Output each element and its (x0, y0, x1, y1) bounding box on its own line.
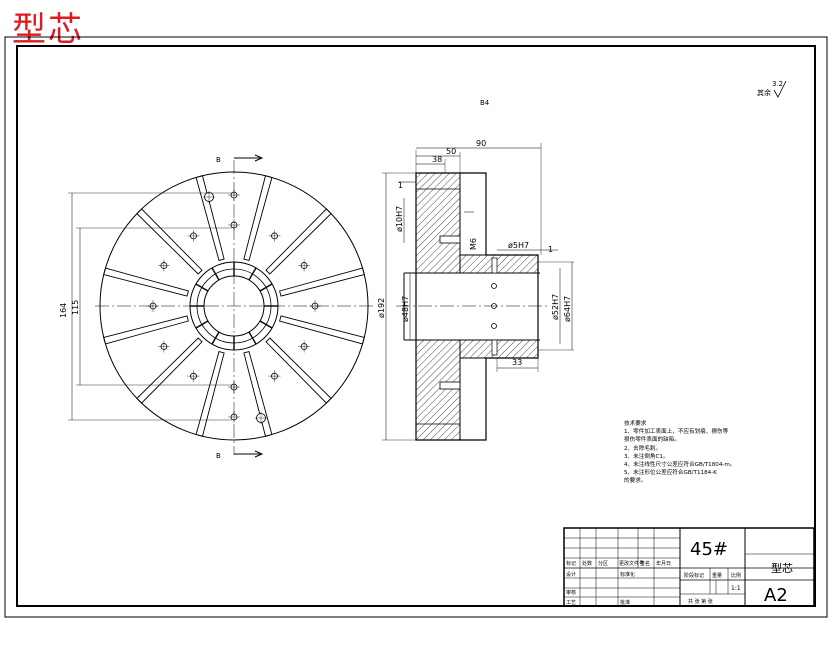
notes-item: 5、未注形位公差应符合GB/T1184-K (624, 470, 717, 477)
tb-weight-label: 重量 (712, 572, 722, 579)
title-block: 标记 处数 分区 更改文件号 签名 年月日 设计 标准化 审核 工艺 批准 45… (563, 527, 815, 607)
bore-tooth (195, 320, 209, 329)
dim-50: 50 (446, 147, 456, 156)
dim-164: 164 (59, 303, 68, 318)
page-title: 型芯 (12, 10, 84, 50)
radial-slot (195, 351, 225, 437)
notes-item: 1、零件加工表面上，不应有划痕、擦伤等 (624, 429, 729, 436)
notes-heading: 技术要求 (624, 421, 647, 427)
tb-part-name: 型芯 (771, 561, 793, 575)
tb-stage-label: 阶段标记 (684, 572, 704, 579)
tb-role-process: 工艺 (566, 600, 576, 606)
outer-border (4, 36, 828, 618)
tb-scale-label: 比例 (731, 572, 741, 579)
bore-tooth (248, 331, 257, 345)
tb-header-date: 年月日 (656, 560, 671, 567)
bore-tooth (259, 283, 273, 292)
radial-slot (136, 208, 203, 275)
tb-sheet-label: 共 张 第 张 (688, 598, 713, 605)
notes-item: 的要求。 (624, 478, 647, 485)
dim-38: 38 (432, 155, 442, 164)
dim-phi52h7: ø52H7 (551, 294, 560, 320)
notes-item: 2、去除毛刺。 (624, 445, 662, 452)
bore-tooth (211, 267, 220, 281)
front-view: B B 164 115 (59, 154, 375, 460)
notes-item: 损伤零件表面的缺陷。 (624, 437, 680, 444)
dim-phi64h7: ø64H7 (563, 296, 572, 322)
bore-tooth (259, 320, 273, 329)
tb-header-zone: 分区 (598, 560, 608, 567)
radial-slot (279, 267, 365, 297)
radial-slot (103, 267, 189, 297)
dim-33: 33 (512, 358, 522, 367)
tb-header-mark: 标记 (566, 560, 576, 567)
dim-phi48h7: ø48H7 (401, 296, 410, 322)
tb-sheet-size: A2 (764, 585, 788, 606)
tb-material: 45# (690, 539, 728, 560)
section-mark-top: B (216, 156, 221, 164)
bore-tooth (248, 267, 257, 281)
radial-slot (195, 175, 225, 261)
tb-role-review: 审核 (566, 589, 576, 596)
tb-header-doc: 更改文件号 (619, 560, 644, 567)
roughness-label: 其余 (757, 88, 771, 97)
radial-slots (103, 175, 365, 437)
technical-notes: 技术要求 1、零件加工表面上，不应有划痕、擦伤等 损伤零件表面的缺陷。 2、去除… (624, 420, 794, 486)
radial-slot (265, 208, 332, 275)
dim-phi192: ø192 (377, 298, 386, 318)
dim-phi10h7: ø10H7 (395, 206, 404, 232)
notes-item: 3、未注倒角C1。 (624, 453, 669, 460)
radial-slot (279, 315, 365, 345)
bore-tooth (211, 331, 220, 345)
radial-slot (265, 337, 332, 404)
tb-header-count: 处数 (582, 560, 592, 567)
radial-slot (103, 315, 189, 345)
dim-1-left: 1 (398, 181, 403, 190)
tb-scale-value: 1:1 (731, 585, 741, 592)
dim-1-right: 1 (548, 245, 553, 254)
dim-115: 115 (71, 300, 80, 315)
section-mark-bottom: B (216, 452, 221, 460)
radial-slot (243, 351, 273, 437)
notes-item: 4、未注线性尺寸公差应符合GB/T1804-m。 (624, 462, 736, 469)
tb-role-design: 设计 (566, 571, 576, 578)
dim-90: 90 (476, 139, 486, 148)
radial-slot (136, 337, 203, 404)
inner-border (16, 45, 816, 607)
tb-header-sign: 签名 (640, 560, 650, 567)
dim-m6: M6 (469, 238, 478, 250)
view-label: B4 (480, 99, 490, 107)
roughness-symbol: 其余 3.2 (757, 80, 787, 98)
roughness-value: 3.2 (772, 80, 783, 88)
radial-slot (243, 175, 273, 261)
tb-approve-label: 批准 (620, 599, 630, 606)
bore-tooth (195, 283, 209, 292)
section-view: 90 50 38 1 1 ø10H7 M6 ø5H7 ø192 ø48H7 ø5… (377, 139, 574, 441)
tb-std-label: 标准化 (620, 571, 635, 578)
dim-phi5h7: ø5H7 (508, 241, 529, 250)
